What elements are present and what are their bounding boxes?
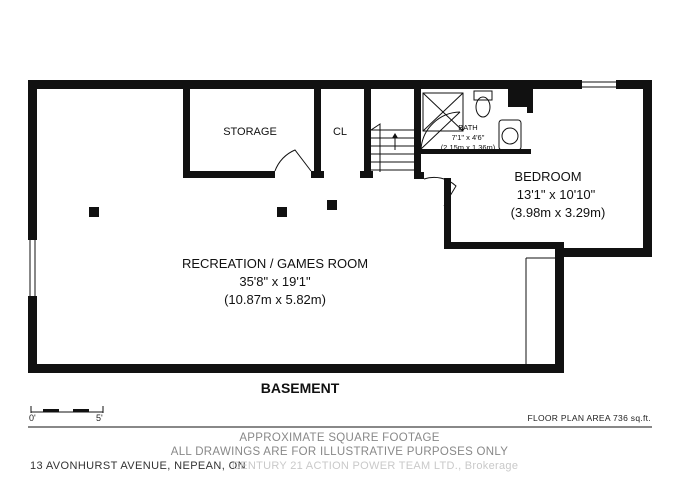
closet-label: CL [333, 126, 347, 138]
post [327, 200, 337, 210]
bedroom-door-swing [423, 176, 457, 207]
bedroom-label: BEDROOM [514, 169, 581, 184]
bath-dim-metric: (2.15m x 1.36m) [441, 143, 496, 152]
interior-walls [183, 89, 564, 249]
stairs [370, 123, 414, 172]
floor-title: BASEMENT [260, 380, 340, 396]
scale-end-label: 5' [96, 413, 103, 423]
scale-start-label: 0' [29, 413, 36, 423]
bedroom-dim-metric: (3.98m x 3.29m) [511, 205, 606, 220]
sink-icon [501, 127, 519, 145]
post [277, 207, 287, 217]
windows [28, 81, 616, 373]
storage-label: STORAGE [223, 126, 277, 138]
recreation-dim-imperial: 35'8" x 19'1" [239, 274, 311, 289]
toilet-icon [475, 96, 491, 118]
storage-door-swing [274, 149, 312, 172]
floor-area-label: FLOOR PLAN AREA 736 sq.ft. [527, 413, 651, 423]
footer-line-2: ALL DRAWINGS ARE FOR ILLUSTRATIVE PURPOS… [170, 446, 509, 458]
recreation-label: RECREATION / GAMES ROOM [182, 256, 368, 271]
recreation-dim-metric: (10.87m x 5.82m) [224, 292, 326, 307]
scale-bar [30, 406, 104, 413]
bath-dim-imperial: 7'1" x 4'6" [452, 133, 485, 142]
posts [89, 200, 337, 217]
bath-label: BATH [458, 123, 477, 132]
brokerage-watermark: CENTURY 21 ACTION POWER TEAM LTD., Broke… [232, 460, 519, 472]
footer-line-1: APPROXIMATE SQUARE FOOTAGE [239, 432, 440, 444]
post [89, 207, 99, 217]
bedroom-dim-imperial: 13'1" x 10'10" [517, 187, 596, 202]
stair-arrow-icon [392, 133, 398, 138]
address-label: 13 AVONHURST AVENUE, NEPEAN, ON [30, 460, 246, 472]
exterior-walls [28, 80, 652, 373]
bath-fixtures [422, 90, 522, 151]
